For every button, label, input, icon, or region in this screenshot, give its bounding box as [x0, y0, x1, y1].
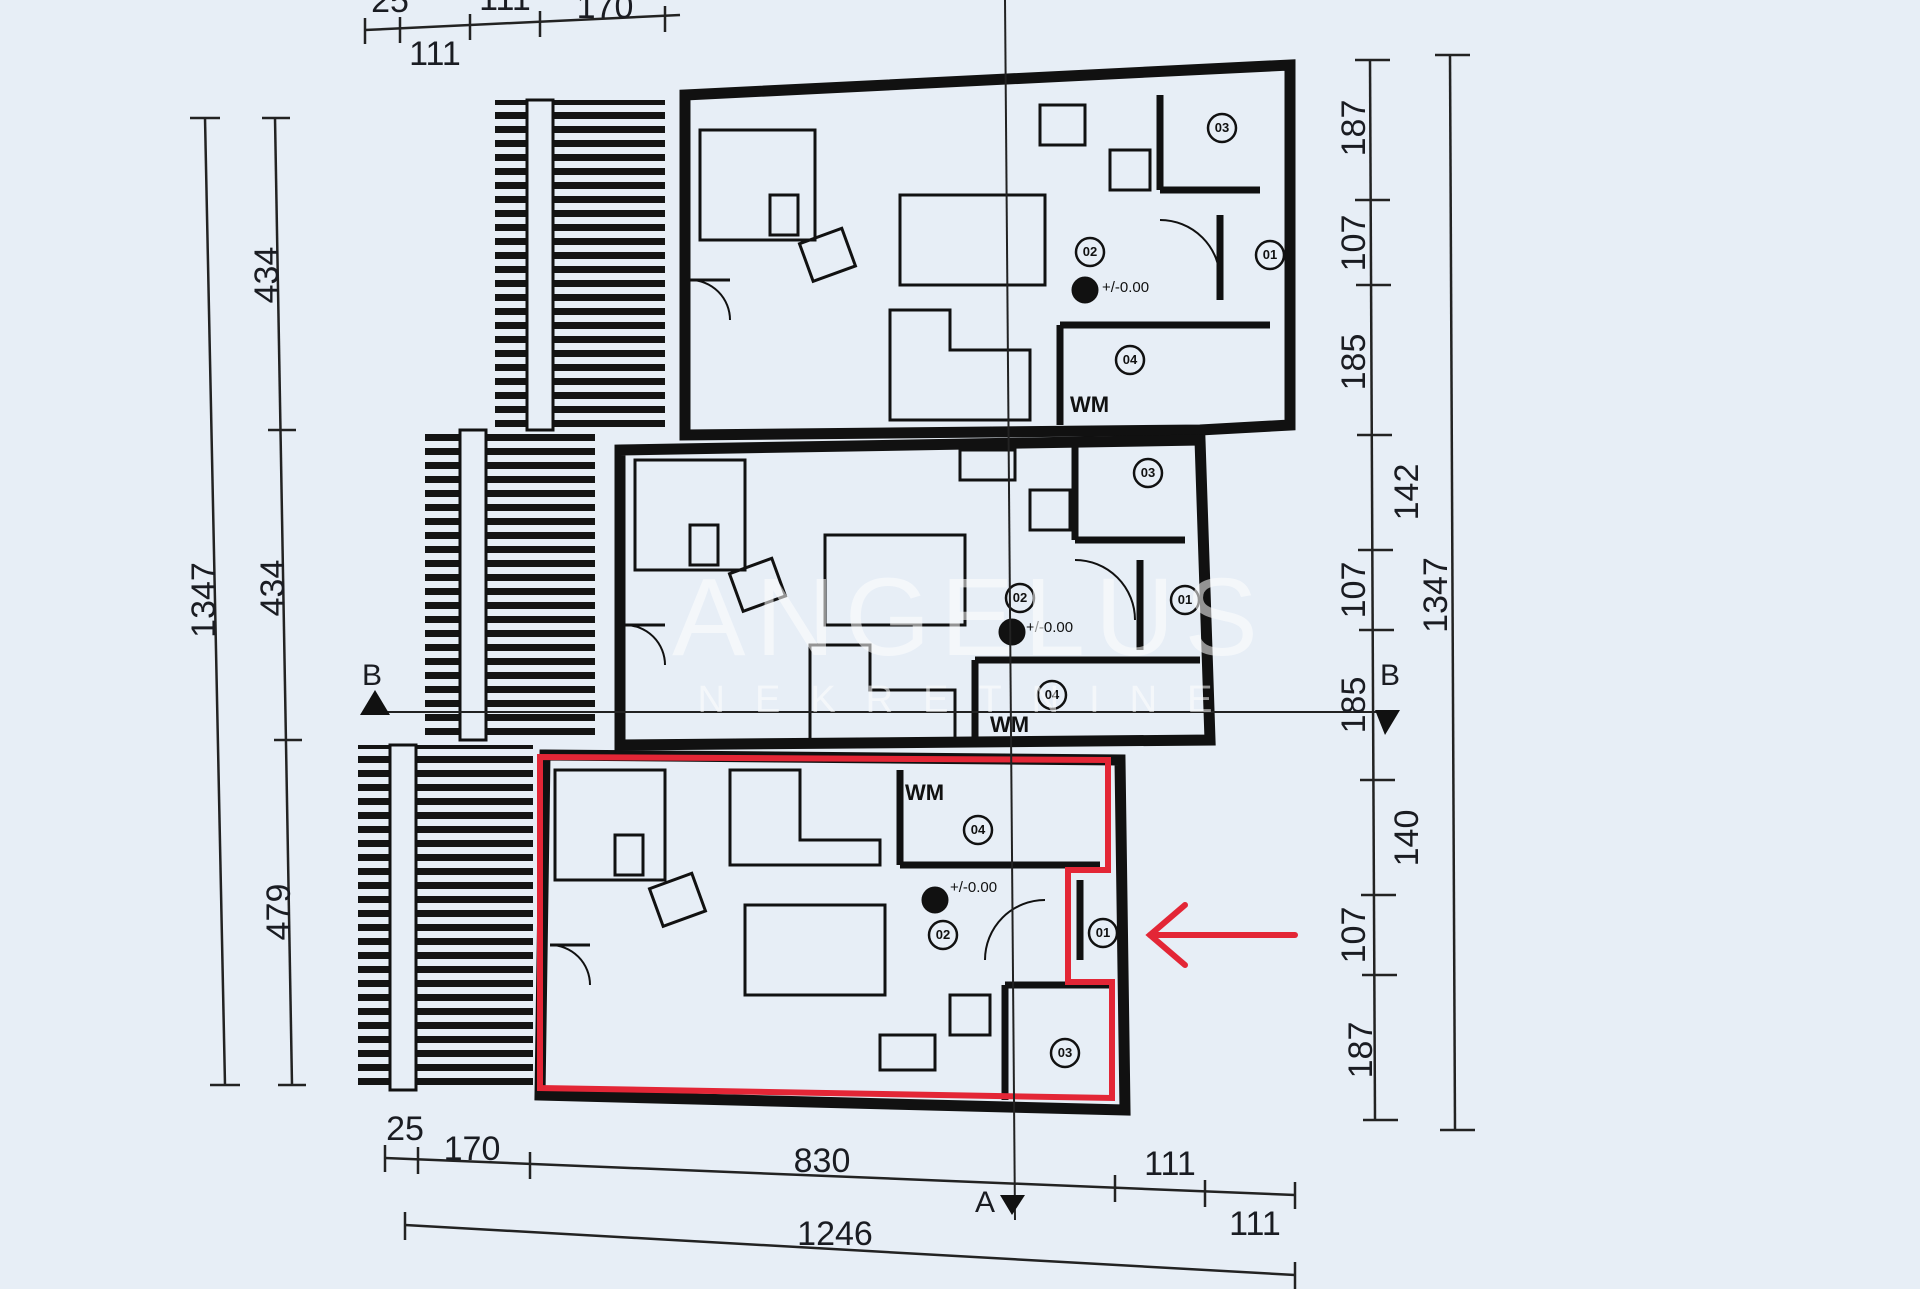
dim-right-seg-1: 187: [1335, 100, 1373, 157]
dim-bottom-seg-5: 111: [1229, 1205, 1281, 1243]
dim-bottom-seg-4: 111: [1144, 1145, 1196, 1183]
dim-right-seg-9: 187: [1342, 1022, 1380, 1079]
unit-1-bath-label: 04: [1123, 352, 1138, 367]
section-lines: [370, 0, 1390, 1221]
unit-2-living-label: 02: [1013, 590, 1027, 605]
unit-2-storage-label: 03: [1141, 465, 1155, 480]
dim-bottom-total: 1246: [797, 1215, 873, 1253]
unit-3: [534, 749, 1131, 1116]
terrace-unit-1: [495, 100, 665, 430]
section-triangle-icon: [1000, 1195, 1025, 1215]
section-triangle-icon: [360, 690, 390, 715]
dim-left-seg-3: 479: [260, 884, 298, 941]
dim-bottom-seg-1: 25: [386, 1110, 424, 1148]
unit-3-bath-label: 04: [971, 822, 986, 837]
unit-1-entry-label: 01: [1263, 247, 1277, 262]
dim-right-seg-3: 185: [1335, 334, 1373, 391]
dim-right-seg-8: 107: [1335, 907, 1373, 964]
unit-2-bath-label: 04: [1045, 687, 1060, 702]
unit-2: [614, 434, 1216, 751]
terrace-unit-2: [425, 430, 595, 740]
unit-3-level: +/-0.00: [950, 879, 997, 896]
dim-bottom-seg-2: 170: [444, 1130, 501, 1168]
section-triangle-icon: [1375, 710, 1400, 735]
terraces: [358, 98, 665, 1092]
unit-1-living-label: 02: [1083, 244, 1097, 259]
section-mark-right: B: [1380, 659, 1400, 692]
unit-1-outline: [679, 59, 1296, 441]
dim-bottom-seg-3: 830: [794, 1142, 851, 1180]
unit-3-storage-label: 03: [1058, 1045, 1072, 1060]
unit-3-highlight-outline: [537, 753, 1115, 1102]
unit-3-wm-label: WM: [905, 780, 944, 805]
dimension-lines: [190, 6, 1475, 1289]
dim-right-seg-5: 107: [1335, 562, 1373, 619]
unit-1-level: +/-0.00: [1102, 279, 1149, 296]
unit-1: [679, 59, 1296, 441]
unit-2-level: +/-0.00: [1026, 619, 1073, 636]
dim-top-seg-2: 111: [409, 35, 461, 73]
section-mark-bottom: A: [975, 1186, 995, 1219]
dim-right-seg-4: 142: [1388, 464, 1426, 521]
unit-3-entry-label: 01: [1096, 925, 1110, 940]
watermark-brand: ANGELUS: [672, 556, 1268, 679]
unit-2-entry-label: 01: [1178, 592, 1192, 607]
dim-right-seg-2: 107: [1335, 215, 1373, 272]
dim-right-outer: 1347: [1417, 557, 1455, 633]
unit-1-storage-label: 03: [1215, 120, 1229, 135]
dim-left-seg-1: 434: [248, 247, 286, 304]
section-mark-left: B: [362, 659, 382, 692]
unit-2-wm-label: WM: [990, 712, 1029, 737]
unit-3-outline: [534, 749, 1131, 1116]
terrace-unit-3: [358, 745, 533, 1090]
dim-top-seg-1: 25: [371, 0, 409, 20]
unit-2-outline: [614, 434, 1216, 751]
dim-right-seg-7: 140: [1388, 810, 1426, 867]
dim-right-seg-6: 185: [1335, 677, 1373, 734]
unit-1-wm-label: WM: [1070, 392, 1109, 417]
arrow-left-icon: [1145, 902, 1298, 968]
dim-top-seg-4: 170: [577, 0, 634, 26]
dim-top-seg-3: 111: [479, 0, 531, 18]
dim-left-outer: 1347: [185, 562, 223, 638]
unit-3-living-label: 02: [936, 927, 950, 942]
watermark-tagline: NEKRETNINE: [698, 679, 1243, 721]
dim-left-seg-2: 434: [254, 560, 292, 617]
